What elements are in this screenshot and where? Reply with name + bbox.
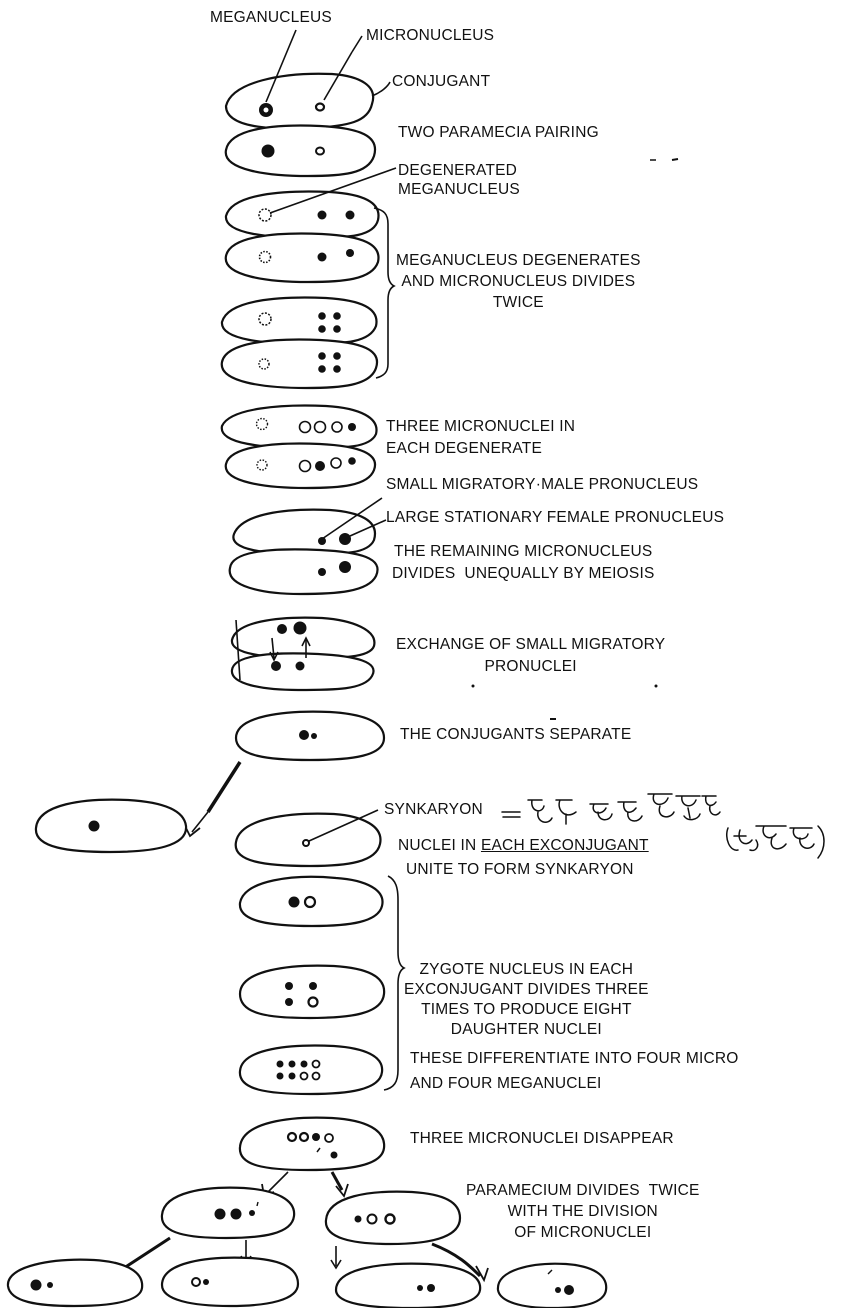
arrow <box>431 1242 482 1278</box>
first-division-stage <box>110 1186 489 1283</box>
label-disappear: THREE MICRONUCLEI DISAPPEAR <box>410 1130 674 1147</box>
label-divides-twice: PARAMECIUM DIVIDES TWICE WITH THE DIVISI… <box>466 1182 700 1241</box>
arrow <box>206 761 242 813</box>
pointer-line <box>265 29 297 103</box>
label-meganucleus: MEGANUCLEUS <box>210 9 332 26</box>
label-female-pronucleus: LARGE STATIONARY FEMALE PRONUCLEUS <box>386 509 725 526</box>
arrow <box>123 1236 171 1270</box>
pointer-line <box>235 619 241 681</box>
label-separate: THE CONJUGANTS SEPARATE <box>400 726 632 743</box>
micronucleus-dot <box>315 146 325 156</box>
micronucleus-dot <box>314 102 326 112</box>
exchange-stage <box>230 616 376 692</box>
disappear-stage <box>238 1116 386 1198</box>
synkaryon-dot <box>302 839 310 847</box>
exconjugant-cell <box>238 1044 384 1096</box>
exconjugant-cell <box>238 964 386 1020</box>
degenerated-meganucleus <box>258 208 272 222</box>
exconjugant-cell <box>238 1116 386 1172</box>
pointer-line <box>321 497 383 540</box>
label-pairing: TWO PARAMECIA PAIRING <box>398 124 599 141</box>
bracket <box>373 207 396 379</box>
label-synkaryon: SYNKARYON <box>384 801 483 818</box>
label-exchange: EXCHANGE OF SMALL MIGRATORY PRONUCLEI <box>396 636 666 675</box>
pointer-line <box>349 519 387 537</box>
second-division-stage <box>6 1256 608 1308</box>
conjugant-cell <box>220 296 378 346</box>
label-micronucleus: MICRONUCLEUS <box>366 27 495 44</box>
conjugant-cell <box>224 190 380 240</box>
female-pronucleus <box>339 533 351 545</box>
zygote-stage <box>238 875 406 1096</box>
pointer-line <box>351 35 363 53</box>
specks <box>471 158 679 720</box>
bracket <box>383 875 406 1091</box>
daughter-cell <box>334 1262 482 1308</box>
label-meiosis: THE REMAINING MICRONUCLEUS DIVIDES UNEQU… <box>392 543 655 582</box>
daughter-cell <box>160 1256 300 1308</box>
daughter-cell <box>160 1186 296 1240</box>
conjugant-cell <box>228 548 379 596</box>
conjugant-cell <box>220 338 379 390</box>
label-zygote: ZYGOTE NUCLEUS IN EACH EXCONJUGANT DIVID… <box>404 961 649 1038</box>
pointer-line <box>269 167 397 214</box>
label-each-exconjugant: EACH EXCONJUGANT <box>480 837 649 854</box>
separate-stage <box>34 710 386 868</box>
arrow <box>330 1171 344 1191</box>
degeneration-stage <box>220 167 397 390</box>
arrow <box>271 637 275 659</box>
conjugant-cell <box>224 232 380 284</box>
pointer-line <box>323 51 353 101</box>
exconjugant-cell <box>34 798 188 854</box>
daughter-cell <box>6 1258 144 1308</box>
pronuclei-stage <box>228 497 387 596</box>
label-degenerated-meganucleus: DEGENERATED MEGANUCLEUS <box>398 162 520 198</box>
pointer-line <box>308 809 379 842</box>
label-degenerates-divides: MEGANUCLEUS DEGENERATES AND MICRONUCLEUS… <box>396 252 641 311</box>
conjugant-cell <box>224 72 375 130</box>
meganucleus-dot <box>261 144 275 158</box>
handwritten-annotation <box>501 793 825 859</box>
label-unite-line-1: NUCLEI IN EACH EXCONJUGANT <box>398 836 649 855</box>
daughter-cell <box>496 1262 608 1308</box>
label-unite-line-2: UNITE TO FORM SYNKARYON <box>406 861 634 878</box>
conjugant-cell <box>232 508 377 556</box>
label-differentiate: THESE DIFFERENTIATE INTO FOUR MICRO AND … <box>410 1050 739 1092</box>
label-three-micronuclei: THREE MICRONUCLEI IN EACH DEGENERATE <box>386 418 576 457</box>
arrow <box>265 1171 289 1195</box>
three-micronuclei-stage <box>220 404 378 490</box>
label-male-pronucleus: SMALL MIGRATORY·MALE PRONUCLEUS <box>386 476 699 493</box>
pairing-stage <box>224 29 391 178</box>
exconjugant-cell <box>234 710 386 762</box>
label-unite-prefix: NUCLEI IN <box>398 837 481 854</box>
label-conjugant: CONJUGANT <box>392 73 491 90</box>
conjugant-cell <box>224 124 377 178</box>
conjugant-cell <box>230 652 375 692</box>
male-pronucleus <box>318 537 326 545</box>
pointer-line <box>371 81 391 97</box>
